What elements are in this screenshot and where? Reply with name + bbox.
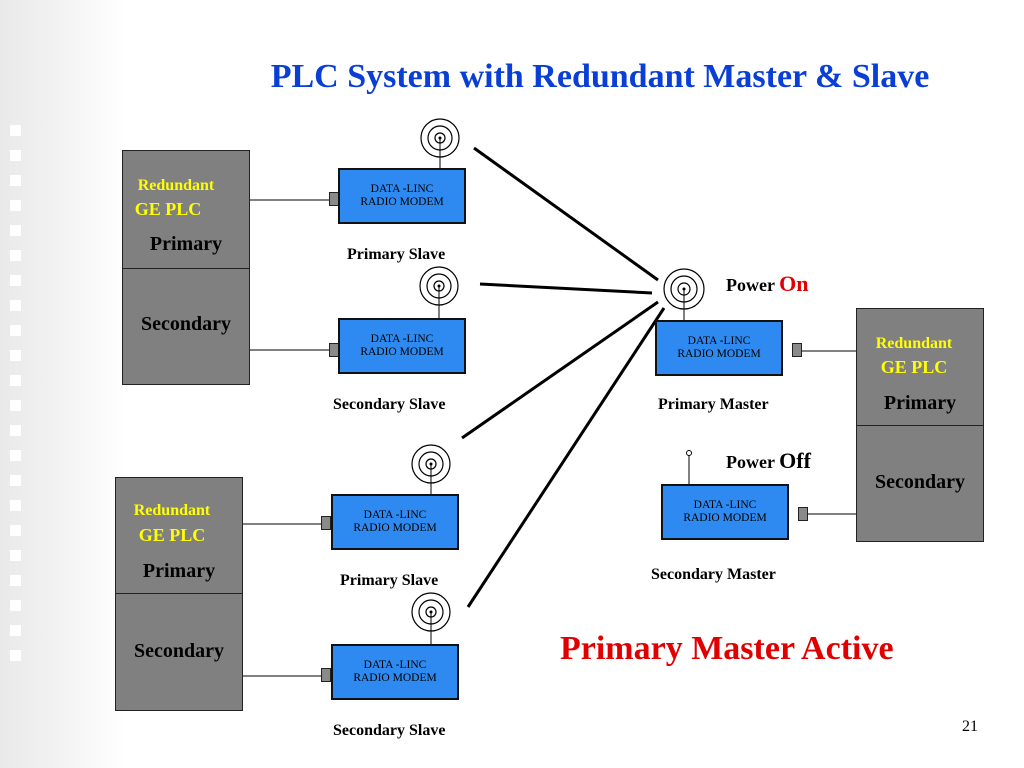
antenna-icon: [420, 118, 460, 158]
strip-square: [10, 375, 21, 386]
strip-square: [10, 325, 21, 336]
power-label: Power: [726, 452, 775, 472]
plc-ge-label: GE PLC: [880, 357, 948, 377]
secondary-slave-modem-bottom: DATA -LINC RADIO MODEM: [331, 644, 459, 700]
modem-line1: DATA -LINC: [687, 335, 751, 347]
plc-divider: [857, 425, 983, 426]
plc-secondary-label: Secondary: [141, 313, 231, 335]
modem-port: [321, 668, 331, 682]
modem-line1: DATA -LINC: [363, 659, 427, 671]
strip-square: [10, 400, 21, 411]
secondary-slave-modem-top: DATA -LINC RADIO MODEM: [338, 318, 466, 374]
modem-port: [792, 343, 802, 357]
plc-divider: [116, 593, 242, 594]
modem-line2: RADIO MODEM: [360, 346, 444, 358]
strip-square: [10, 600, 21, 611]
plc-redundant-label: Redundant: [133, 502, 211, 519]
modem-line1: DATA -LINC: [693, 499, 757, 511]
strip-square: [10, 650, 21, 661]
strip-square: [10, 175, 21, 186]
primary-slave-modem-top: DATA -LINC RADIO MODEM: [338, 168, 466, 224]
modem-line2: RADIO MODEM: [353, 522, 437, 534]
radio-link-line: [473, 146, 659, 282]
primary-slave-modem-bottom: DATA -LINC RADIO MODEM: [331, 494, 459, 550]
plc-secondary-label: Secondary: [134, 640, 224, 662]
power-status-on: Power On: [726, 271, 809, 297]
antenna-icon: [411, 444, 451, 484]
strip-square: [10, 275, 21, 286]
plc-unit-top-left: Redundant GE PLC Primary Secondary: [122, 150, 250, 385]
modem-line1: DATA -LINC: [363, 509, 427, 521]
plc-ge-label: GE PLC: [138, 525, 206, 545]
strip-square: [10, 475, 21, 486]
caption-primary-slave: Primary Slave: [347, 246, 446, 263]
plc-ge-label: GE PLC: [134, 199, 202, 219]
collapsed-antenna-icon: [686, 450, 692, 456]
radio-link-line: [461, 300, 659, 440]
modem-line1: DATA -LINC: [370, 333, 434, 345]
strip-square: [10, 300, 21, 311]
strip-square: [10, 500, 21, 511]
power-off-value: Off: [779, 448, 811, 473]
strip-square: [10, 525, 21, 536]
slide-title: PLC System with Redundant Master & Slave: [270, 58, 930, 95]
modem-line2: RADIO MODEM: [353, 672, 437, 684]
radio-link-line: [466, 307, 666, 608]
strip-square: [10, 350, 21, 361]
radio-link-line: [479, 282, 653, 295]
strip-square: [10, 250, 21, 261]
plc-secondary-label: Secondary: [875, 471, 965, 493]
modem-port: [321, 516, 331, 530]
caption-primary-master: Primary Master: [658, 396, 769, 413]
decorative-side-strip: [0, 0, 125, 768]
antenna-icon: [411, 592, 451, 632]
strip-square: [10, 200, 21, 211]
plc-unit-right: Redundant GE PLC Primary Secondary: [856, 308, 984, 542]
power-status-off: Power Off: [726, 448, 811, 474]
antenna-icon: [419, 266, 459, 306]
power-on-value: On: [779, 271, 809, 296]
plc-unit-bottom-left: Redundant GE PLC Primary Secondary: [115, 477, 243, 711]
plc-redundant-label: Redundant: [875, 335, 953, 352]
modem-port: [798, 507, 808, 521]
page-number: 21: [962, 718, 978, 735]
plc-redundant-label: Redundant: [137, 177, 215, 194]
strip-square: [10, 225, 21, 236]
modem-line1: DATA -LINC: [370, 183, 434, 195]
plc-primary-label: Primary: [142, 560, 216, 582]
power-label: Power: [726, 275, 775, 295]
caption-primary-slave: Primary Slave: [340, 572, 439, 589]
antenna-icon: [663, 268, 705, 310]
strip-square: [10, 150, 21, 161]
modem-line2: RADIO MODEM: [677, 348, 761, 360]
plc-primary-label: Primary: [883, 392, 957, 414]
modem-line2: RADIO MODEM: [683, 512, 767, 524]
secondary-master-modem: DATA -LINC RADIO MODEM: [661, 484, 789, 540]
strip-square: [10, 450, 21, 461]
caption-secondary-master: Secondary Master: [651, 566, 776, 583]
strip-square: [10, 550, 21, 561]
caption-secondary-slave: Secondary Slave: [333, 722, 446, 739]
caption-secondary-slave: Secondary Slave: [333, 396, 446, 413]
modem-line2: RADIO MODEM: [360, 196, 444, 208]
primary-master-modem: DATA -LINC RADIO MODEM: [655, 320, 783, 376]
strip-square: [10, 625, 21, 636]
plc-primary-label: Primary: [149, 233, 223, 255]
plc-divider: [123, 268, 249, 269]
strip-square: [10, 125, 21, 136]
active-status-text: Primary Master Active: [560, 630, 894, 667]
strip-square: [10, 425, 21, 436]
strip-square: [10, 575, 21, 586]
